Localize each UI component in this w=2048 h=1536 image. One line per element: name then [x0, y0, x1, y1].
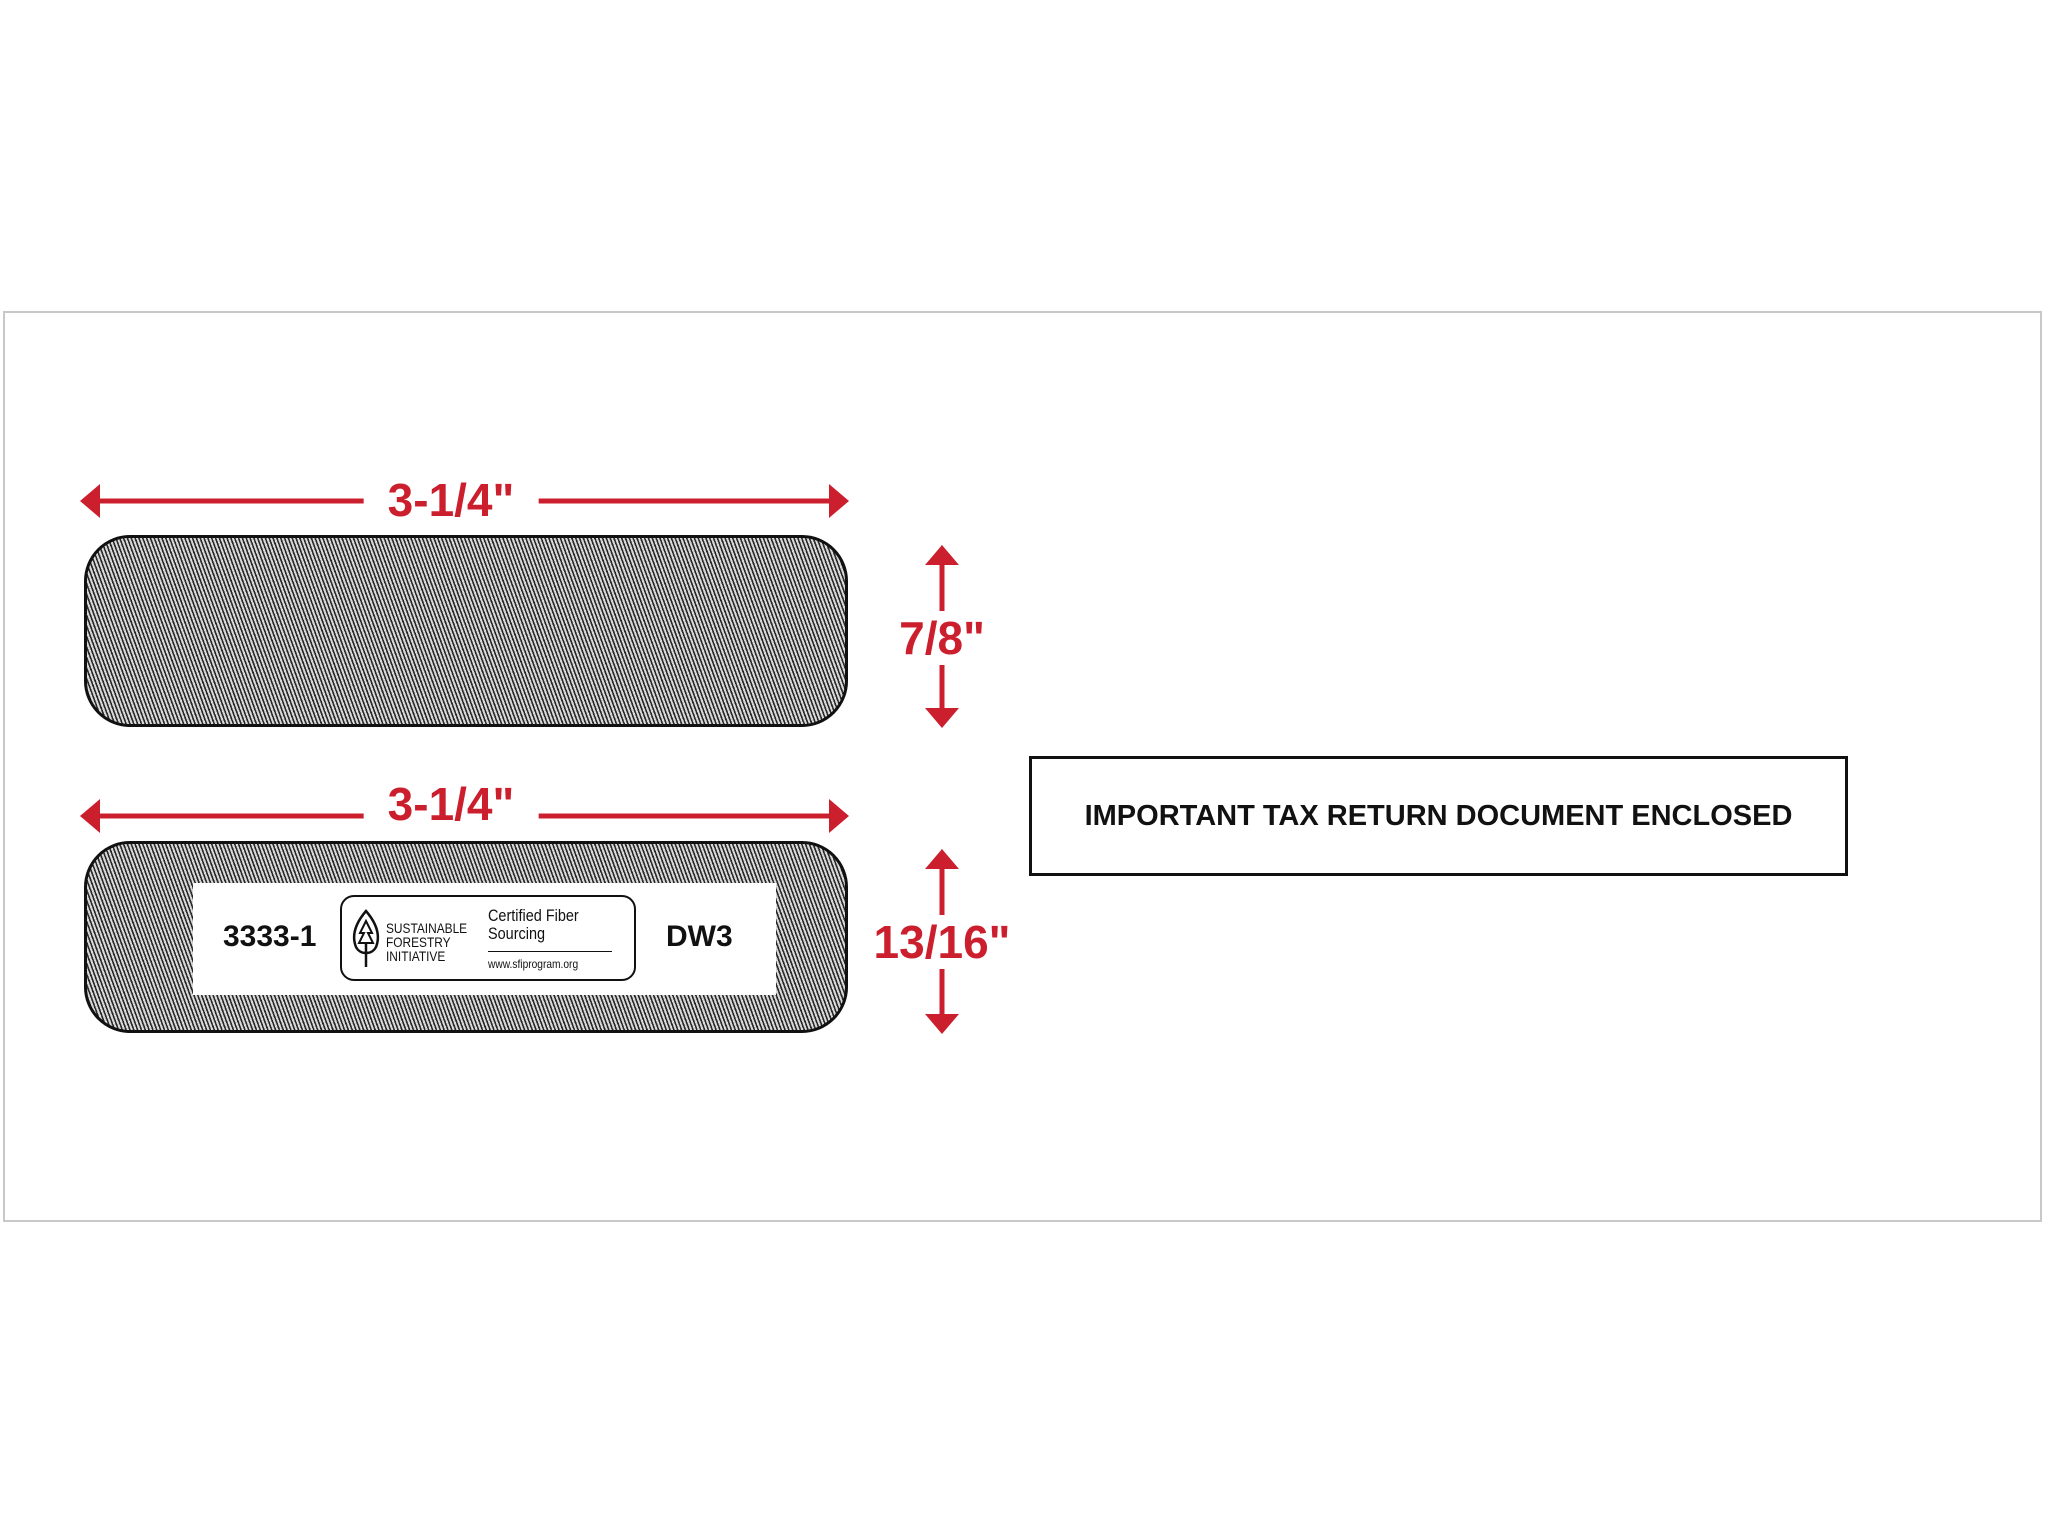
sfi-cert-text: Certified Fiber Sourcing: [488, 907, 579, 943]
envelope-outline: [3, 311, 2042, 1222]
model-code: DW3: [666, 920, 733, 953]
sfi-logo: SUSTAINABLE FORESTRY INITIATIVE Certifie…: [340, 895, 636, 981]
sfi-url: www.sfiprogram.org: [488, 957, 579, 971]
tree-leaf-icon: [352, 909, 380, 967]
tax-notice-box: IMPORTANT TAX RETURN DOCUMENT ENCLOSED: [1029, 756, 1848, 876]
logo-divider: [488, 951, 612, 952]
top-height-label: 7/8": [893, 611, 991, 665]
cert-line: Certified Fiber: [488, 906, 579, 925]
org-line: SUSTAINABLE: [386, 920, 468, 936]
sfi-org-name: SUSTAINABLE FORESTRY INITIATIVE: [386, 921, 467, 963]
org-line: INITIATIVE: [386, 948, 446, 964]
top-width-label: 3-1/4": [363, 473, 539, 527]
product-code: 3333-1: [223, 920, 317, 953]
cert-line: Sourcing: [488, 924, 546, 943]
top-address-window: [84, 535, 848, 727]
bottom-width-label: 3-1/4": [363, 777, 539, 831]
tax-notice-text: IMPORTANT TAX RETURN DOCUMENT ENCLOSED: [1084, 799, 1793, 832]
org-line: FORESTRY: [386, 934, 451, 950]
bottom-height-label: 13/16": [867, 915, 1017, 969]
